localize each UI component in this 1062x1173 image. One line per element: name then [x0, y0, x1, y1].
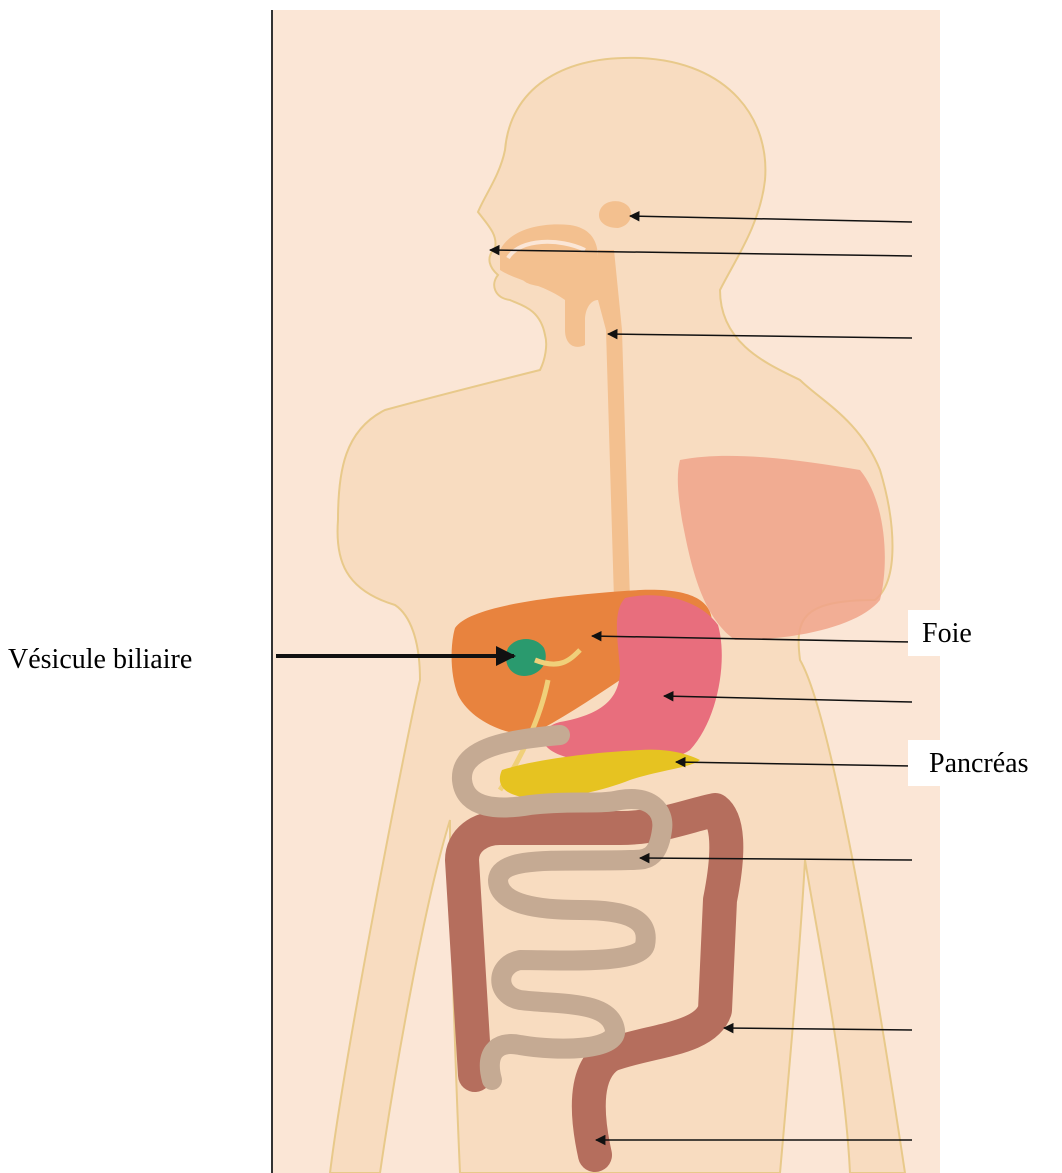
label-pancreas: Pancréas: [929, 748, 1029, 779]
salivary-gland-upper: [599, 201, 631, 228]
label-liver: Foie: [922, 618, 972, 649]
label-gallbladder: Vésicule biliaire: [8, 644, 192, 675]
